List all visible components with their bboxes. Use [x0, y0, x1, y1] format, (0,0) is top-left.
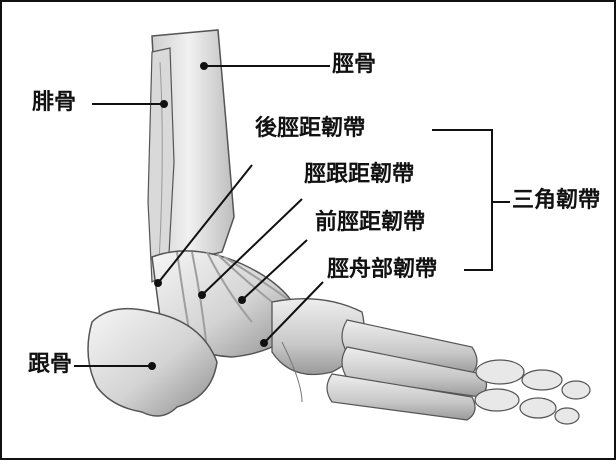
deltoid-bracket	[432, 130, 492, 270]
label-calcaneus: 跟骨	[26, 354, 74, 376]
label-tibiocalcaneal: 脛跟距韌帶	[302, 164, 416, 186]
label-deltoid-ligament: 三角韌帶	[510, 190, 602, 212]
label-fibula: 腓骨	[30, 92, 78, 114]
label-anterior-tibiotalar: 前脛距韌帶	[313, 212, 427, 234]
label-tibionavicular: 脛舟部韌帶	[325, 259, 439, 281]
metatarsal-bones	[327, 320, 487, 420]
label-tibia: 脛骨	[330, 54, 378, 76]
phalanges-bones	[475, 360, 590, 424]
label-posterior-tibiotalar: 後脛距韌帶	[253, 118, 367, 140]
